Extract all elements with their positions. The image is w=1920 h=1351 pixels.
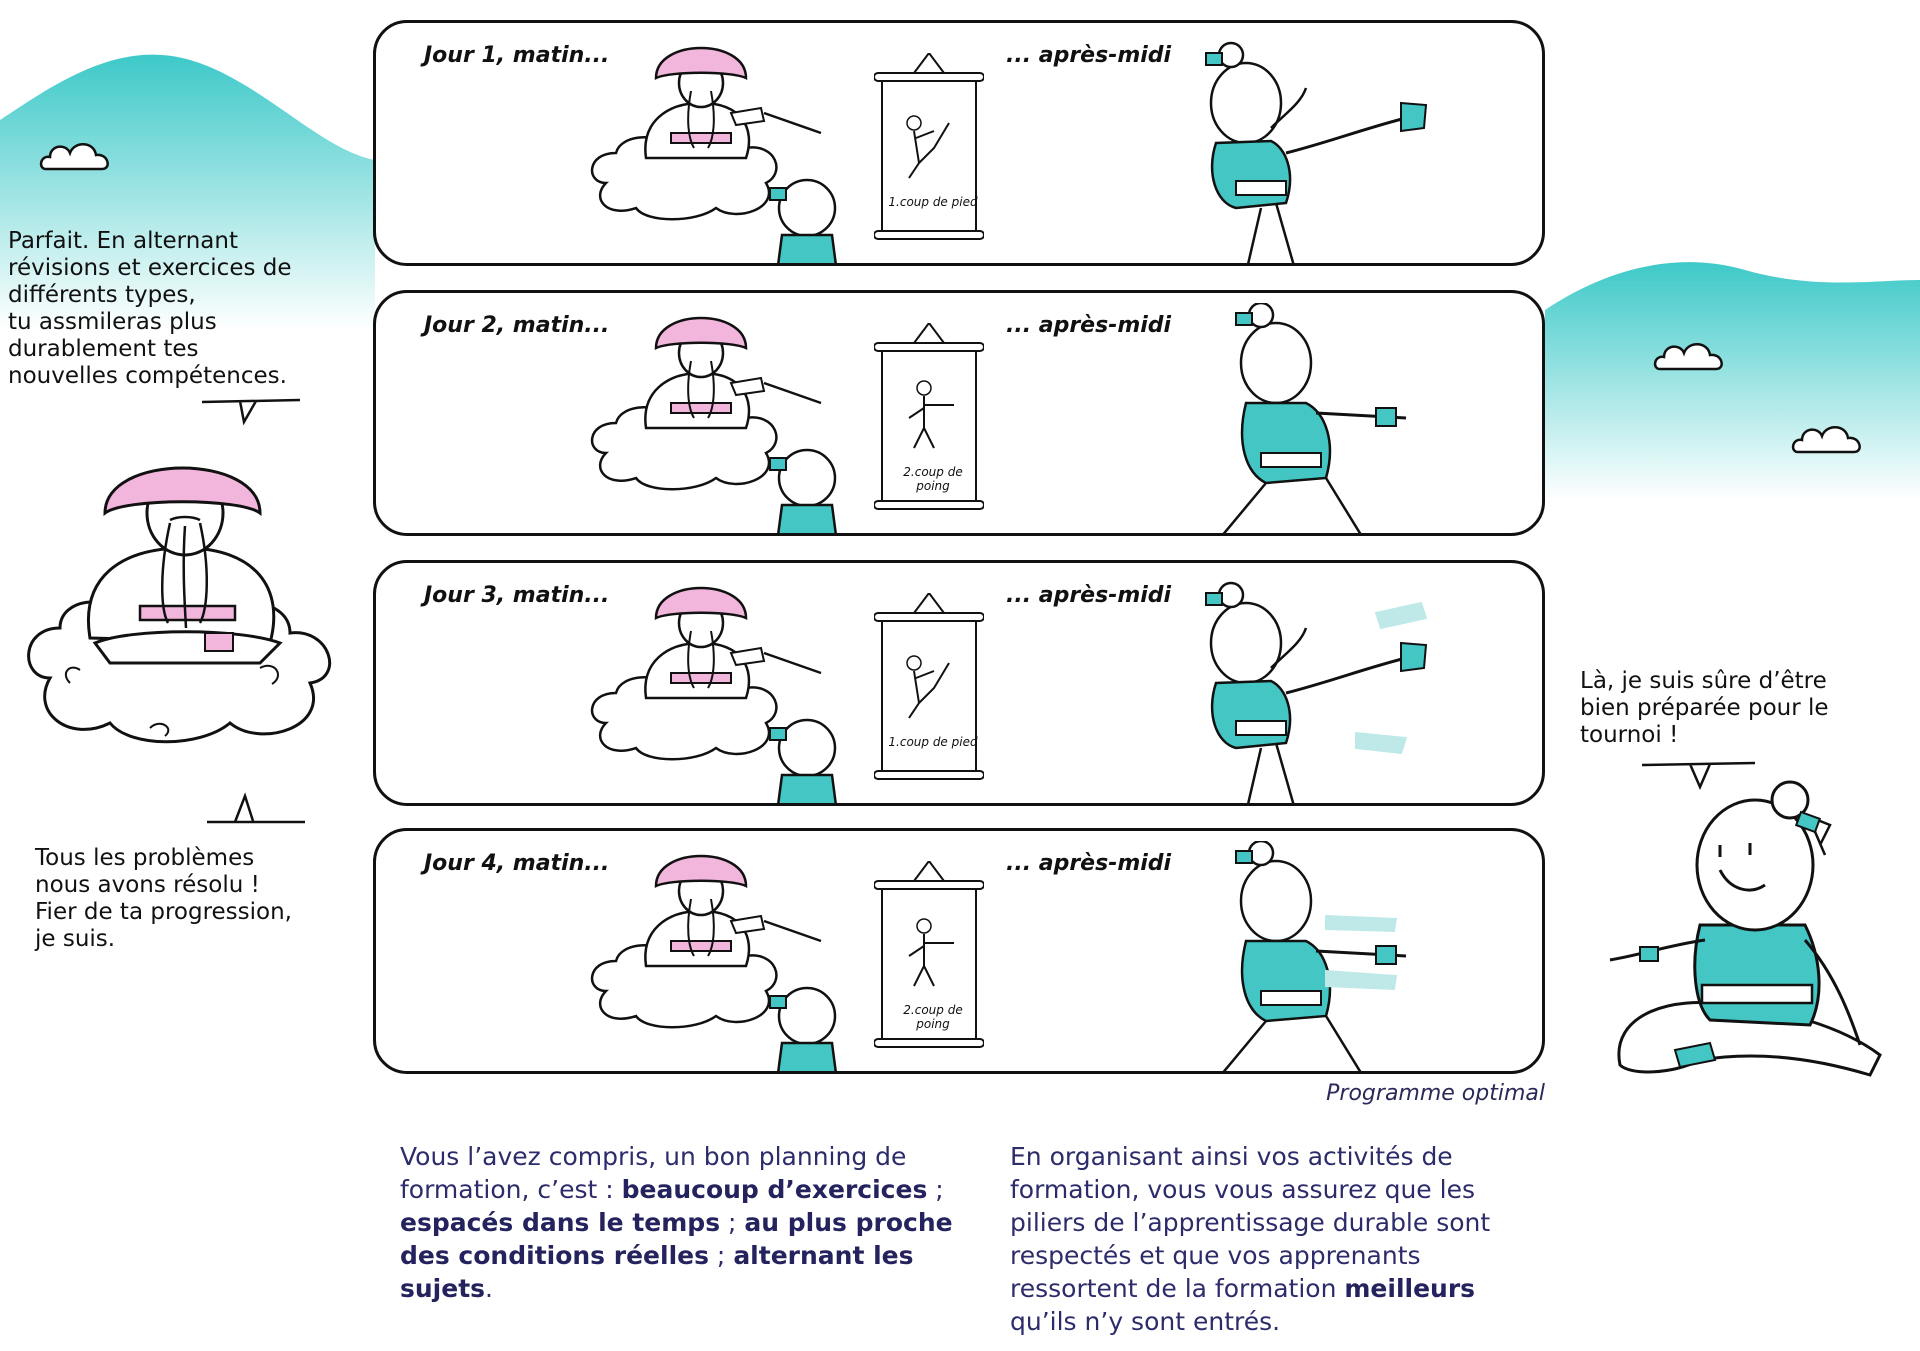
speech-tail <box>1641 761 1756 791</box>
para-text: ; <box>927 1175 944 1204</box>
right-hill <box>1545 262 1920 500</box>
cloud-icon <box>39 143 109 171</box>
student-icon <box>769 178 837 263</box>
para-text: ; <box>720 1208 745 1237</box>
para-bold: meilleurs <box>1344 1274 1476 1303</box>
panel-day-4: Jour 4, matin... ... après-midi 2.coup d… <box>373 828 1545 1074</box>
para-bold: espacés dans le temps <box>400 1208 721 1237</box>
student-icon <box>1222 303 1407 533</box>
student-icon <box>1609 780 1882 1077</box>
para-text: Vous l’avez compris, un bon planning de … <box>400 1142 907 1204</box>
panel-morning-label: Jour 3, matin... <box>424 583 610 608</box>
para-text: ; <box>708 1241 734 1270</box>
master-icon <box>590 316 822 491</box>
panel-day-2: Jour 2, matin... ... après-midi 2.coup d… <box>373 290 1545 536</box>
master-icon <box>590 46 822 221</box>
paragraph-right: En organisant ainsi vos activités de for… <box>1010 1140 1540 1338</box>
scroll-label: 1.coup de pied <box>888 735 978 749</box>
cloud-icon <box>1653 343 1723 371</box>
para-bold: alternant les sujets <box>400 1241 914 1303</box>
panel-afternoon-label: ... après-midi <box>1006 583 1172 608</box>
panel-afternoon-label: ... après-midi <box>1006 43 1172 68</box>
left-hill <box>0 54 375 330</box>
panel-afternoon-label: ... après-midi <box>1006 313 1172 338</box>
master-icon <box>27 466 332 744</box>
master-speech-top: Parfait. En alternant révisions et exerc… <box>8 228 292 389</box>
student-icon <box>769 448 837 533</box>
caption: Programme optimal <box>1326 1081 1545 1106</box>
master-icon <box>590 854 822 1029</box>
panel-morning-label: Jour 2, matin... <box>424 313 610 338</box>
student-icon <box>1222 841 1407 1071</box>
panel-morning-label: Jour 1, matin... <box>424 43 610 68</box>
panel-day-1: Jour 1, matin... ... après-midi 1.coup d… <box>373 20 1545 266</box>
scroll-icon <box>874 861 984 1048</box>
para-bold: beaucoup d’exercices <box>621 1175 928 1204</box>
girl-speech: Là, je suis sûre d’être bien préparée po… <box>1580 668 1829 748</box>
student-icon <box>769 986 837 1071</box>
scroll-label: 2.coup de poing <box>903 465 963 493</box>
student-icon <box>1205 581 1428 803</box>
para-bold: au plus proche des conditions réelles <box>400 1208 953 1270</box>
student-icon <box>1205 41 1428 263</box>
panel-day-3: Jour 3, matin... ... après-midi 1.coup d… <box>373 560 1545 806</box>
speech-tail <box>207 792 305 824</box>
panel-morning-label: Jour 4, matin... <box>424 851 610 876</box>
speech-tail <box>201 398 301 426</box>
master-speech-bottom: Tous les problèmes nous avons résolu ! F… <box>35 845 292 952</box>
master-icon <box>590 586 822 761</box>
paragraph-left: Vous l’avez compris, un bon planning de … <box>400 1140 970 1305</box>
scroll-icon <box>874 593 984 780</box>
student-icon <box>769 718 837 803</box>
panel-afternoon-label: ... après-midi <box>1006 851 1172 876</box>
scroll-label: 2.coup de poing <box>903 1003 963 1031</box>
cloud-icon <box>1791 426 1861 454</box>
para-text: . <box>485 1274 493 1303</box>
scroll-label: 1.coup de pied <box>888 195 978 209</box>
para-text: qu’ils n’y sont entrés. <box>1010 1307 1281 1336</box>
scroll-icon <box>874 323 984 510</box>
scroll-icon <box>874 53 984 240</box>
para-text: En organisant ainsi vos activités de for… <box>1010 1142 1491 1303</box>
